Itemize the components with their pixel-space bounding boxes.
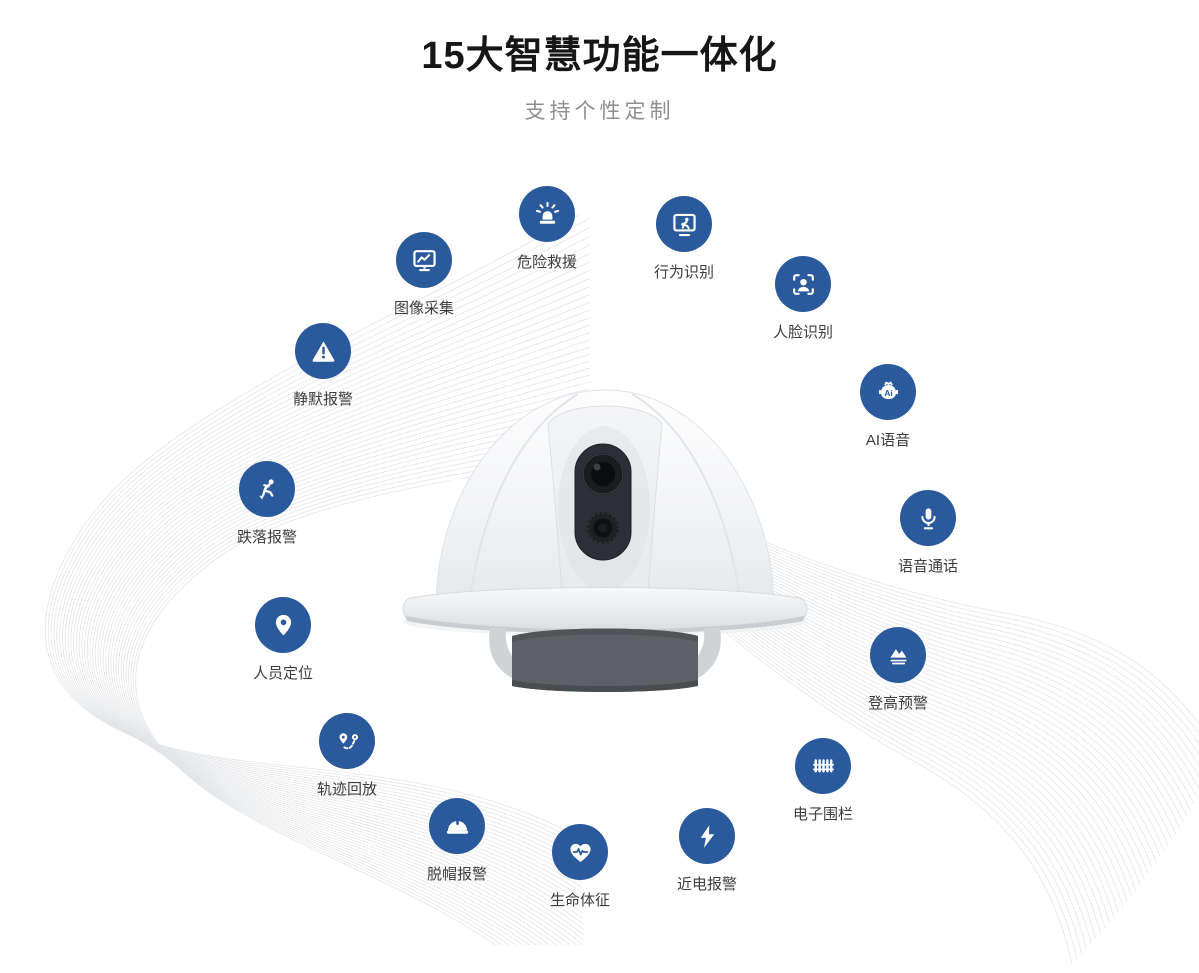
feature-label: 静默报警	[292, 391, 353, 408]
feature-label: 行为识别	[653, 264, 714, 281]
feature-fall-alarm: 跌落报警	[212, 461, 322, 547]
feature-electronic-fence: 电子围栏	[768, 738, 878, 824]
fence-icon	[795, 738, 851, 794]
feature-electricity-proximity-alarm: 近电报警	[652, 808, 762, 894]
feature-label: 图像采集	[393, 300, 454, 317]
feature-behavior-recognition: 行为识别	[629, 196, 739, 282]
route-icon	[319, 713, 375, 769]
feature-image-capture: 图像采集	[369, 232, 479, 318]
heartbeat-icon	[552, 824, 608, 880]
feature-label: 脱帽报警	[426, 866, 487, 883]
mountain-icon	[870, 627, 926, 683]
ai-robot-icon: Ai	[860, 364, 916, 420]
feature-label: 电子围栏	[792, 806, 853, 823]
page-subtitle: 支持个性定制	[524, 100, 675, 123]
microphone-icon	[900, 490, 956, 546]
feature-ai-voice: Ai AI语音	[833, 364, 943, 450]
page-title: 15大智慧功能一体化	[421, 35, 778, 77]
smart-helmet-image	[398, 360, 812, 700]
feature-silent-alarm: 静默报警	[268, 323, 378, 409]
feature-label: 登高预警	[867, 695, 928, 712]
feature-label: 生命体征	[549, 892, 610, 909]
feature-voice-call: 语音通话	[873, 490, 983, 576]
feature-label: 轨迹回放	[316, 781, 377, 798]
face-scan-icon	[775, 256, 831, 312]
siren-icon	[519, 186, 575, 242]
feature-track-playback: 轨迹回放	[292, 713, 402, 799]
feature-label: 人脸识别	[772, 324, 833, 341]
location-pin-icon	[255, 597, 311, 653]
feature-danger-rescue: 危险救援	[492, 186, 602, 272]
feature-personnel-location: 人员定位	[228, 597, 338, 683]
header: 15大智慧功能一体化 支持个性定制	[0, 0, 1199, 125]
feature-label: 跌落报警	[236, 529, 297, 546]
feature-label: 危险救援	[516, 254, 577, 271]
feature-height-warning: 登高预警	[843, 627, 953, 713]
warning-triangle-icon	[295, 323, 351, 379]
feature-helmet-off-alarm: 脱帽报警	[402, 798, 512, 884]
monitor-chart-icon	[396, 232, 452, 288]
feature-face-recognition: 人脸识别	[748, 256, 858, 342]
feature-label: AI语音	[865, 432, 911, 449]
feature-label: 人员定位	[252, 665, 313, 682]
feature-label: 近电报警	[676, 876, 737, 893]
feature-vital-signs: 生命体征	[525, 824, 635, 910]
lightning-icon	[679, 808, 735, 864]
falling-person-icon	[239, 461, 295, 517]
feature-label: 语音通话	[897, 558, 958, 575]
svg-text:Ai: Ai	[884, 387, 893, 397]
hard-hat-icon	[429, 798, 485, 854]
behavior-monitor-icon	[656, 196, 712, 252]
